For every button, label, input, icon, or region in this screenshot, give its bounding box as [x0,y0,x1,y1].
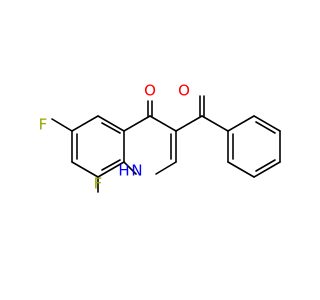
bonds [51,95,281,193]
bond [253,161,281,178]
nh-hydrogen-label: H [118,162,129,180]
bond [71,161,99,178]
bond [101,159,121,171]
benzoyl-carbonyl-oxygen-label: O [178,82,190,100]
bond [71,115,99,132]
bond [123,161,137,175]
bond [175,115,203,132]
fluorine-6-label: F [39,116,48,134]
ring-carbonyl-oxygen-label: O [144,82,156,100]
fluorine-8-label: F [94,175,103,193]
bond [255,159,276,172]
ring-nitrogen-label: N [131,162,142,180]
molecule-structure-diagram: O O F F H N [0,0,300,300]
bond [255,121,276,134]
bond [253,115,281,132]
bond [97,161,125,178]
bond [101,122,121,134]
bond [201,115,229,132]
bond [97,115,125,132]
bond [227,115,255,132]
bond [227,161,255,178]
bond [51,118,73,132]
bond [155,161,177,175]
atom-labels: O O F F H N [39,82,190,193]
bond [149,115,177,132]
bond [123,115,151,132]
canvas-background [0,0,300,300]
